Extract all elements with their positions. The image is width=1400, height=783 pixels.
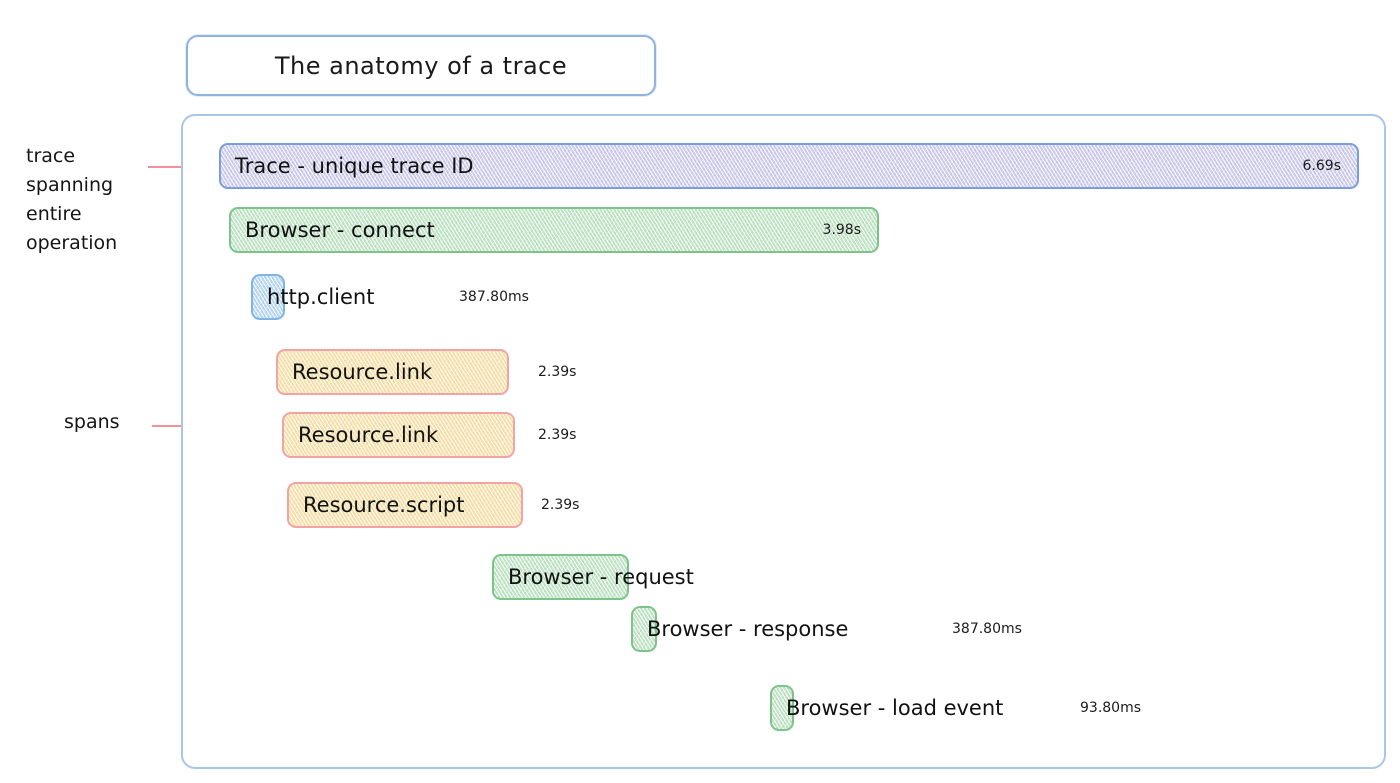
span-bar-trace[interactable]: Trace - unique trace ID 6.69s bbox=[219, 143, 1359, 189]
waterfall-row-http-client[interactable]: http.client 387.80ms bbox=[0, 274, 1400, 320]
span-label-http-client: http.client bbox=[267, 285, 375, 309]
span-duration-resource-link-2: 2.39s bbox=[538, 427, 577, 443]
span-duration-resource-link-1: 2.39s bbox=[538, 364, 577, 380]
page-title: The anatomy of a trace bbox=[274, 51, 568, 80]
span-bar-resource-link-2[interactable]: Resource.link bbox=[282, 412, 515, 458]
span-bar-http-client[interactable]: http.client bbox=[251, 274, 374, 320]
span-bar-resource-link-1[interactable]: Resource.link bbox=[276, 349, 509, 395]
span-label-trace: Trace - unique trace ID bbox=[235, 154, 474, 178]
waterfall-row-browser-connect[interactable]: Browser - connect 3.98s bbox=[0, 207, 1400, 253]
waterfall-row-browser-load-event[interactable]: Browser - load event 93.80ms bbox=[0, 685, 1400, 731]
span-bar-resource-script[interactable]: Resource.script bbox=[287, 482, 523, 528]
waterfall-row-resource-script[interactable]: Resource.script 2.39s bbox=[0, 482, 1400, 528]
annotation-spans-label: spans bbox=[64, 411, 120, 433]
span-bar-browser-request[interactable]: Browser - request bbox=[492, 554, 694, 600]
waterfall-row-browser-request[interactable]: Browser - request bbox=[0, 554, 1400, 600]
span-duration-trace: 6.69s bbox=[1302, 158, 1341, 174]
trace-leader-line bbox=[148, 166, 206, 168]
span-label-browser-response: Browser - response bbox=[647, 617, 849, 641]
diagram-title-box: The anatomy of a trace bbox=[186, 35, 656, 96]
waterfall-row-trace[interactable]: Trace - unique trace ID 6.69s bbox=[0, 143, 1400, 189]
span-duration-browser-response: 387.80ms bbox=[952, 621, 1022, 637]
span-duration-browser-load-event: 93.80ms bbox=[1080, 700, 1142, 716]
waterfall-row-resource-link-2[interactable]: Resource.link 2.39s bbox=[0, 412, 1400, 458]
span-label-browser-connect: Browser - connect bbox=[245, 218, 435, 242]
span-label-resource-link-1: Resource.link bbox=[292, 360, 433, 384]
span-label-browser-load-event: Browser - load event bbox=[786, 696, 1004, 720]
span-label-resource-script: Resource.script bbox=[303, 493, 465, 517]
waterfall-row-resource-link-1[interactable]: Resource.link 2.39s bbox=[0, 349, 1400, 395]
span-bar-browser-response[interactable]: Browser - response bbox=[631, 606, 848, 652]
span-duration-browser-connect: 3.98s bbox=[822, 222, 861, 238]
span-duration-http-client: 387.80ms bbox=[459, 289, 529, 305]
annotation-trace-label: trace spanning entire operation bbox=[26, 145, 118, 254]
span-label-resource-link-2: Resource.link bbox=[298, 423, 439, 447]
span-bar-browser-load-event[interactable]: Browser - load event bbox=[770, 685, 1003, 731]
span-duration-resource-script: 2.39s bbox=[541, 497, 580, 513]
span-bar-browser-connect[interactable]: Browser - connect 3.98s bbox=[229, 207, 879, 253]
span-label-browser-request: Browser - request bbox=[508, 565, 694, 589]
waterfall-row-browser-response[interactable]: Browser - response 387.80ms bbox=[0, 606, 1400, 652]
